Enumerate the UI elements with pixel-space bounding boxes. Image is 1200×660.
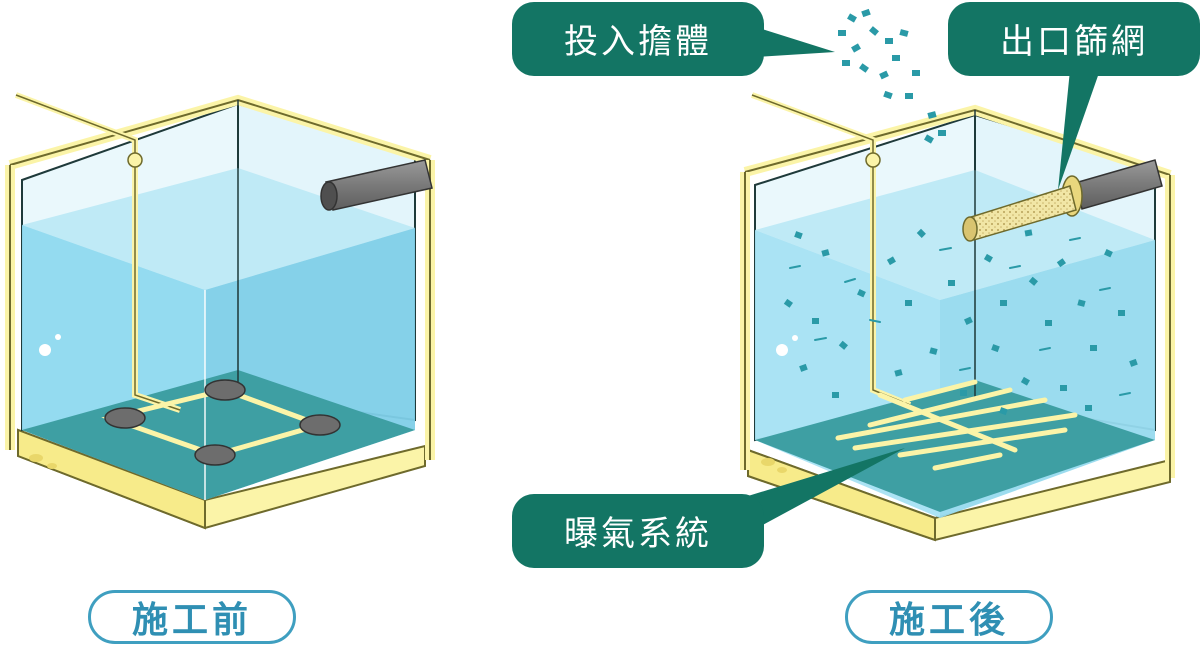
aeration-grid: [835, 379, 1078, 471]
carrier-media: [783, 228, 1138, 416]
carrier-media-falling: [838, 8, 946, 144]
diffuser-disc: [104, 379, 341, 466]
callout-add-carrier-text: 投入擔體: [564, 22, 712, 62]
caption-after: 施工後: [845, 590, 1053, 644]
caption-before: 施工前: [88, 590, 296, 644]
callout-add-carrier: 投入擔體: [512, 2, 835, 76]
callout-aeration-system: 曝氣系統: [512, 448, 905, 568]
outlet-pipe: [320, 159, 433, 211]
tank-before: [5, 92, 435, 530]
callout-aeration-system-text: 曝氣系統: [564, 514, 712, 554]
callout-outlet-screen-text: 出口篩網: [1000, 22, 1148, 62]
callout-outlet-screen: 出口篩網: [948, 2, 1200, 190]
tank-after: [740, 92, 1175, 542]
outlet-screen: [962, 159, 1163, 242]
